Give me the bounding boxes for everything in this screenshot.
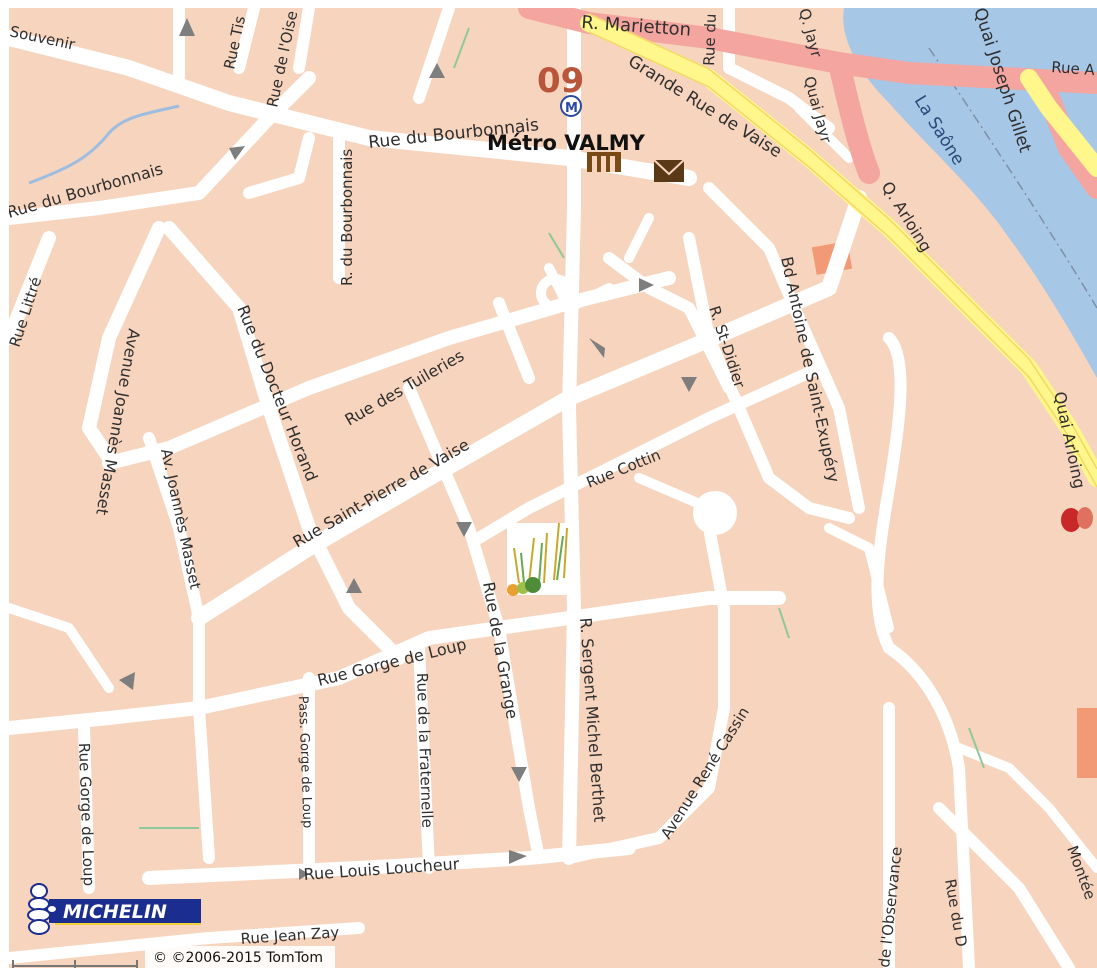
park-icon[interactable] bbox=[507, 522, 569, 596]
district-number: 09 bbox=[537, 61, 584, 101]
street-label: Rue Gorge de Loup bbox=[75, 743, 98, 887]
station-label[interactable]: Métro VALMY bbox=[487, 131, 646, 155]
post-office-icon[interactable] bbox=[653, 159, 685, 182]
scale-bar bbox=[9, 956, 141, 968]
michelin-logo: MICHELIN bbox=[25, 881, 201, 939]
map-canvas[interactable]: 09 M Métro VALMY bbox=[9, 8, 1097, 968]
one-way-arrows bbox=[119, 18, 697, 880]
street-label: Rue de la Fraternelle bbox=[413, 673, 436, 829]
metro-icon[interactable]: M bbox=[560, 95, 582, 117]
museum-icon[interactable] bbox=[587, 152, 621, 172]
map-copyright: © ©2006-2015 TomTom bbox=[145, 946, 335, 968]
svg-text:M: M bbox=[565, 101, 578, 116]
street-label: Rue A bbox=[1051, 58, 1096, 79]
bibendum-icon bbox=[27, 883, 58, 935]
theatre-icon[interactable] bbox=[1061, 507, 1093, 532]
street-label: R. du Bourbonnais bbox=[338, 149, 356, 286]
svg-text:MICHELIN: MICHELIN bbox=[63, 901, 167, 923]
map-svg: 09 M Métro VALMY bbox=[9, 8, 1097, 968]
street-label: Rue du bbox=[700, 13, 720, 66]
street-label: Pass. Gorge de Loup bbox=[295, 696, 315, 829]
